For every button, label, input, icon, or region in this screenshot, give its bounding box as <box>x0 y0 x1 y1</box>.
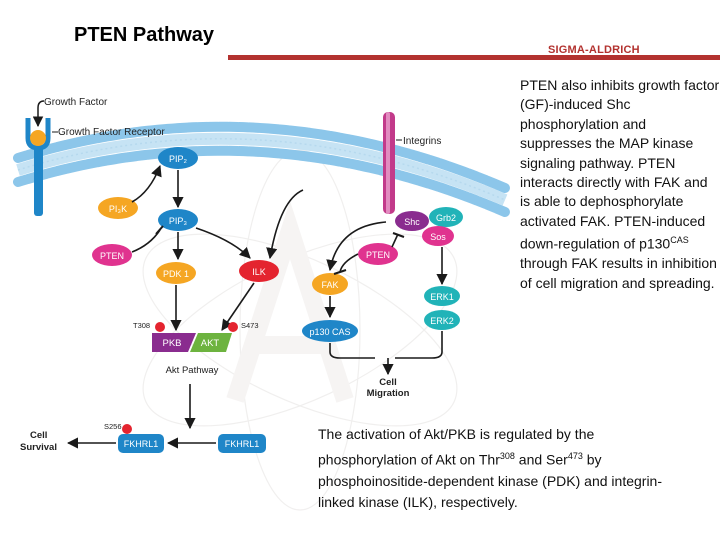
fak-node <box>312 273 348 295</box>
pten-left-node <box>92 244 132 266</box>
fkhrl1-left-label: FKHRL1 <box>124 439 159 449</box>
akt-label: AKT <box>201 338 220 349</box>
pten-description: PTEN also inhibits growth factor (GF)-in… <box>520 76 720 293</box>
t308-label: T308 <box>133 321 150 330</box>
integrins-icon <box>383 112 395 214</box>
p130cas-label: p130 CAS <box>309 327 350 337</box>
shc-label: Shc <box>404 217 420 227</box>
pip2-label: PIP₂ <box>169 154 188 164</box>
pip3-node <box>158 209 198 231</box>
caption-text-2: and Ser <box>514 451 568 468</box>
fkhrl1-right-node <box>218 434 266 453</box>
pdk1-node <box>156 262 196 284</box>
growth-factor-receptor-label: Growth Factor Receptor <box>58 127 165 138</box>
pi3k-node <box>98 197 138 219</box>
pten-right-node <box>358 243 398 265</box>
fkhrl1-right-label: FKHRL1 <box>225 439 260 449</box>
cell-migration-label-2: Migration <box>367 388 410 399</box>
grb2-label: Grb2 <box>436 213 456 223</box>
erk2-node <box>424 310 460 330</box>
pi3k-label: PI₃K <box>109 204 127 214</box>
fak-label: FAK <box>321 280 338 290</box>
sos-label: Sos <box>430 232 446 242</box>
grb2-node <box>429 207 463 227</box>
pip3-label: PIP₃ <box>169 216 188 226</box>
s473-label: S473 <box>241 321 259 330</box>
cell-migration-label-1: Cell <box>379 377 396 388</box>
akt-activation-caption: The activation of Akt/PKB is regulated b… <box>318 424 678 514</box>
header-divider <box>228 55 720 60</box>
caption-superscript-1: 308 <box>499 450 515 461</box>
page-title: PTEN Pathway <box>74 24 215 46</box>
p130cas-node <box>302 320 358 342</box>
ilk-node <box>239 260 279 282</box>
pkb-label: PKB <box>162 338 181 349</box>
cell-survival-label-2: Survival <box>20 442 57 453</box>
s256-phospho-dot <box>122 424 132 434</box>
erk1-label: ERK1 <box>430 292 454 302</box>
description-text-1: PTEN also inhibits growth factor (GF)-in… <box>520 77 720 252</box>
ilk-label: ILK <box>252 267 266 277</box>
pten-left-label: PTEN <box>100 251 124 261</box>
caption-superscript-2: 473 <box>567 450 583 461</box>
s256-label: S256 <box>104 422 122 431</box>
pdk1-label: PDK 1 <box>163 269 189 279</box>
cell-survival-label-1: Cell <box>30 430 47 441</box>
t308-phospho-dot <box>155 322 165 332</box>
pip2-node <box>158 147 198 169</box>
akt-pathway-label: Akt Pathway <box>166 365 219 376</box>
description-text-2: through FAK results in inhibition of cel… <box>520 255 717 291</box>
fkhrl1-left-node <box>118 434 164 453</box>
erk2-label: ERK2 <box>430 316 454 326</box>
akt-node <box>190 333 232 352</box>
sos-node <box>422 226 454 246</box>
brand-logo-text: SIGMA-ALDRICH <box>548 44 640 56</box>
pten-right-label: PTEN <box>366 250 390 260</box>
integrins-label: Integrins <box>403 136 441 147</box>
s473-phospho-dot <box>228 322 238 332</box>
growth-factor-label: Growth Factor <box>44 97 108 108</box>
pkb-node <box>152 333 196 352</box>
description-superscript: CAS <box>670 235 689 246</box>
erk1-node <box>424 286 460 306</box>
growth-factor-receptor-icon <box>25 118 51 216</box>
caption-text-1: The activation of Akt/PKB is regulated b… <box>318 426 595 468</box>
caption-text-3: by phosphoinositide-dependent kinase (PD… <box>318 451 662 511</box>
shc-node <box>395 211 429 231</box>
